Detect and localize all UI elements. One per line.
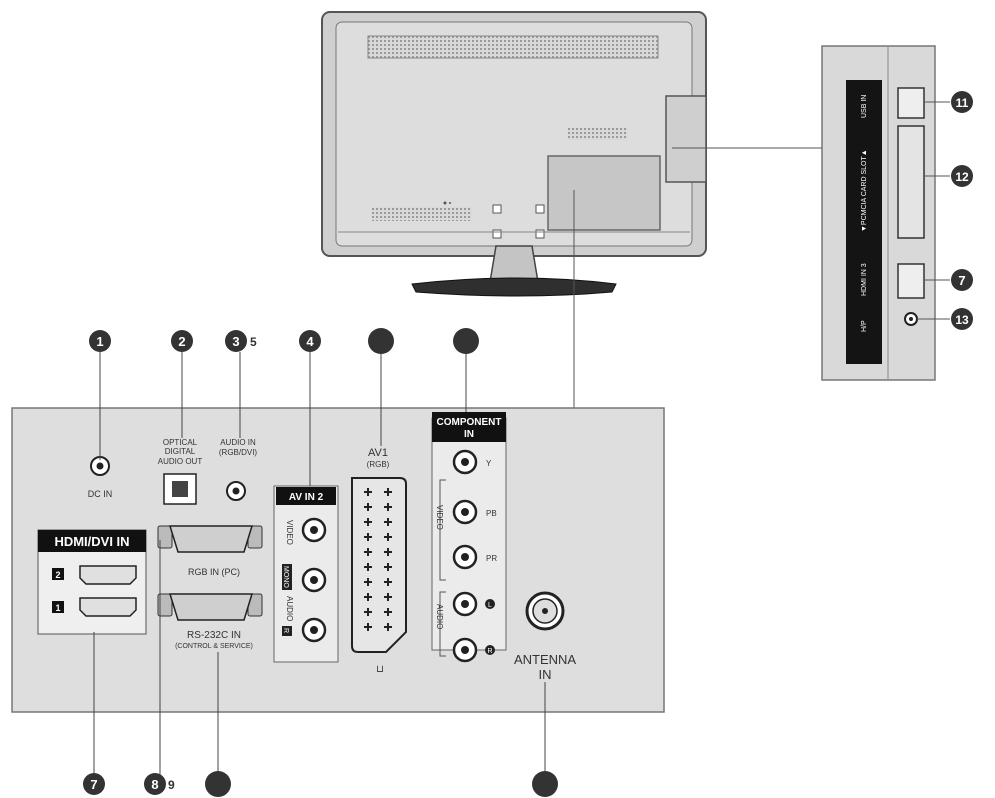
hdmi3-label: HDMI IN 3 — [861, 263, 868, 296]
svg-text:2: 2 — [178, 334, 185, 349]
callout-rs232c — [205, 771, 231, 797]
callout-3: 3 — [225, 330, 247, 352]
component-l-label: L — [488, 602, 492, 609]
dc-in-label: DC IN — [88, 489, 113, 499]
component-label-1: COMPONENT — [437, 417, 502, 428]
component-audio-label: AUDIO — [435, 604, 444, 629]
callout-4: 4 — [299, 330, 321, 352]
callout-13: 13 — [951, 308, 973, 330]
callout-1: 1 — [89, 330, 111, 352]
svg-text:13: 13 — [955, 313, 969, 327]
side-panel: USB IN ▼PCMCIA CARD SLOT▲ HDMI IN 3 H/P — [821, 45, 950, 381]
leader-lines — [93, 352, 546, 784]
svg-text:7: 7 — [90, 777, 97, 792]
svg-text:7: 7 — [958, 273, 965, 288]
svg-text:11: 11 — [956, 96, 969, 110]
hdmi-1-port — [79, 597, 137, 617]
rgb-in-port — [157, 525, 263, 553]
component-y-label: Y — [486, 459, 492, 468]
usb-port — [897, 87, 925, 119]
antenna-label-1: ANTENNA — [514, 652, 576, 667]
scart-port — [351, 477, 407, 653]
mounting-holes — [492, 204, 545, 239]
callout-12: 12 — [951, 165, 973, 187]
callout-7-bottom: 7 — [83, 773, 105, 795]
optical-port — [163, 473, 197, 505]
av2-mono-label: MONO — [282, 566, 289, 588]
rgb-in-label: RGB IN (PC) — [188, 567, 240, 577]
tv-back-view — [321, 11, 707, 297]
component-r-label: R — [487, 648, 492, 655]
optical-label-1: OPTICAL — [163, 438, 198, 447]
callout-8: 8 — [144, 773, 166, 795]
optical-label-2: DIGITAL — [165, 447, 196, 456]
component-video-label: VIDEO — [435, 505, 444, 530]
callout-2: 2 — [171, 330, 193, 352]
svg-text:3: 3 — [232, 334, 239, 349]
rs232c-port — [157, 593, 263, 621]
callout-component — [453, 328, 479, 354]
scart-symbol: ⊔ — [376, 664, 384, 675]
pcmcia-label: ▼PCMCIA CARD SLOT▲ — [861, 149, 868, 232]
svg-text:1: 1 — [96, 334, 103, 349]
component-pr-label: PR — [486, 554, 497, 563]
headphone-label: H/P — [861, 320, 868, 332]
callout-5: 5 — [250, 335, 257, 349]
usb-in-label: USB IN — [861, 95, 868, 118]
callout-9: 9 — [168, 778, 175, 792]
audio-in-label-2: (RGB/DVI) — [219, 448, 258, 457]
pcmcia-slot — [897, 125, 925, 239]
svg-text:8: 8 — [151, 777, 158, 792]
rear-panel: DC IN OPTICAL DIGITAL AUDIO OUT AUDIO IN… — [11, 407, 665, 713]
hdmi-1-label: 1 — [55, 603, 60, 613]
hdmi-2-port — [79, 565, 137, 585]
av1-label-2: (RGB) — [367, 460, 390, 469]
callout-11: 11 — [951, 91, 973, 113]
av2-audio-label: AUDIO — [285, 596, 294, 621]
optical-label-3: AUDIO OUT — [158, 457, 203, 466]
hdmi-2-label: 2 — [55, 570, 60, 580]
hdmi-dvi-label: HDMI/DVI IN — [54, 534, 129, 549]
av-in2-label: AV IN 2 — [289, 492, 324, 503]
svg-text:4: 4 — [306, 334, 314, 349]
hdmi3-port — [897, 263, 925, 299]
rs232c-label-2: (CONTROL & SERVICE) — [175, 643, 253, 650]
av2-video-label: VIDEO — [285, 520, 294, 545]
av1-label-1: AV1 — [368, 447, 388, 459]
callout-7-side: 7 — [951, 269, 973, 291]
callout-antenna — [532, 771, 558, 797]
av2-r-label: R — [282, 628, 289, 633]
callout-av1 — [368, 328, 394, 354]
component-pb-label: PB — [486, 509, 497, 518]
callouts: 1 2 3 5 4 7 8 9 11 12 7 13 — [83, 91, 973, 797]
audio-in-label-1: AUDIO IN — [220, 438, 256, 447]
svg-text:12: 12 — [955, 170, 969, 184]
antenna-label-2: IN — [539, 667, 552, 682]
rs232c-label-1: RS-232C IN — [187, 630, 241, 641]
component-label-2: IN — [464, 429, 474, 440]
